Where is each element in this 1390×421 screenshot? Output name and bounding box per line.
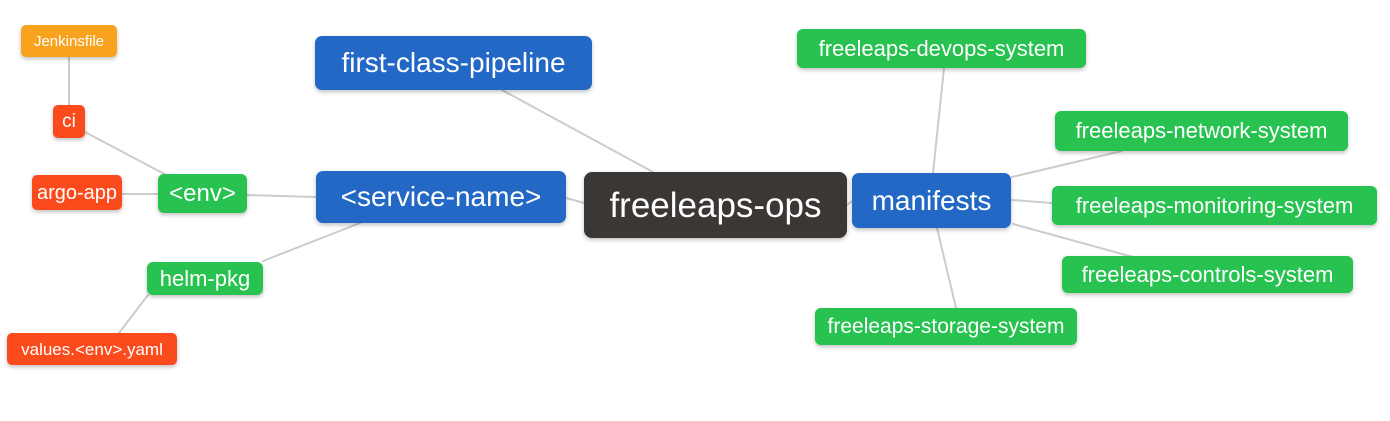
edge-helm-pkg-service-name [262, 222, 361, 262]
node-values-env-yaml[interactable]: values.<env>.yaml [7, 333, 177, 365]
edge-pipeline-root [501, 89, 654, 173]
edge-values-helm-pkg [118, 294, 149, 334]
node-freeleaps-network-system[interactable]: freeleaps-network-system [1055, 111, 1348, 151]
node-service-name[interactable]: <service-name> [316, 171, 566, 223]
edge-manifests-devops [932, 67, 945, 174]
node-helm-pkg[interactable]: helm-pkg [147, 262, 263, 295]
node-freeleaps-monitoring-system[interactable]: freeleaps-monitoring-system [1052, 186, 1377, 225]
node-argo-app[interactable]: argo-app [32, 175, 122, 210]
node-manifests[interactable]: manifests [852, 173, 1011, 228]
edge-manifests-monitoring [1011, 199, 1053, 204]
node-jenkinsfile[interactable]: Jenkinsfile [21, 25, 117, 57]
node-freeleaps-devops-system[interactable]: freeleaps-devops-system [797, 29, 1086, 68]
node-first-class-pipeline[interactable]: first-class-pipeline [315, 36, 592, 90]
node-freeleaps-ops-root[interactable]: freeleaps-ops [584, 172, 847, 238]
edge-env-service-name [246, 194, 317, 198]
edge-manifests-storage [936, 227, 957, 309]
node-env[interactable]: <env> [158, 174, 247, 213]
edge-manifests-controls [1012, 223, 1134, 258]
edge-service-name-root [565, 197, 585, 204]
node-ci[interactable]: ci [53, 105, 85, 138]
edge-manifests-network [1011, 150, 1123, 178]
edge-ci-env [84, 131, 171, 178]
node-freeleaps-controls-system[interactable]: freeleaps-controls-system [1062, 256, 1353, 293]
node-freeleaps-storage-system[interactable]: freeleaps-storage-system [815, 308, 1077, 345]
edge-root-manifests [846, 200, 853, 206]
